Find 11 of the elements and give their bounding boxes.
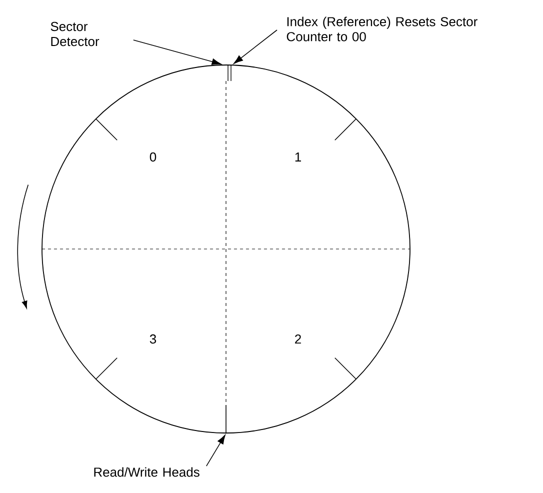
sector-number: 3 xyxy=(150,334,156,344)
callout-text: Sector Detector xyxy=(50,22,100,46)
sector-number: 2 xyxy=(295,334,301,344)
sector-number: 1 xyxy=(295,152,301,162)
leader-arrow xyxy=(234,30,278,64)
sector-number: 0 xyxy=(150,152,156,162)
leader-arrow xyxy=(133,40,222,65)
disk-circle xyxy=(42,64,410,434)
callout-text: Index (Reference) Resets Sector Counter to 00 xyxy=(286,16,478,42)
callout-text: Read/Write Heads xyxy=(94,467,200,477)
leader-arrow xyxy=(206,434,226,466)
